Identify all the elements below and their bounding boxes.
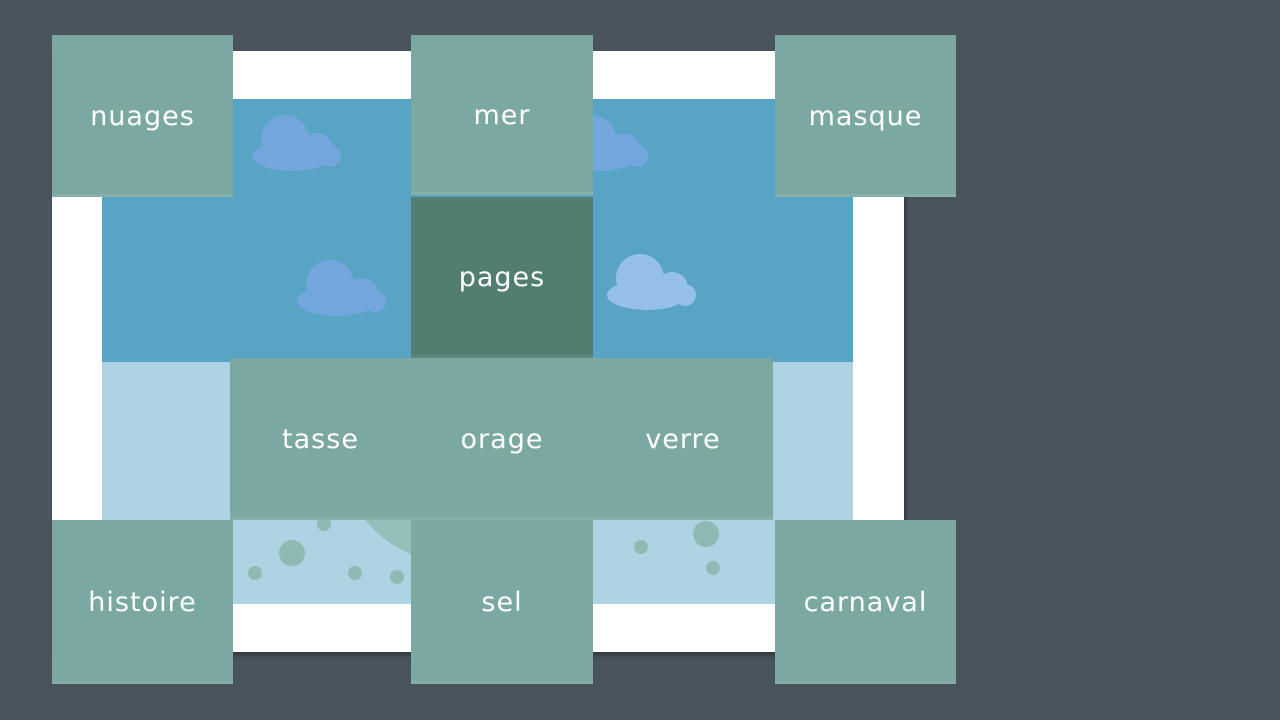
fish-icon [706,561,720,575]
tile-label: mer [473,99,531,131]
word-tile-tasse[interactable]: tasse [230,358,411,520]
word-tile-mer[interactable]: mer [411,35,593,195]
tile-label: pages [458,262,546,293]
fish-icon [248,566,262,580]
cloud-icon [252,115,341,171]
word-tile-sel[interactable]: sel [411,520,593,684]
word-tile-pages[interactable]: pages [411,197,593,358]
word-tile-nuages[interactable]: nuages [52,35,233,197]
fish-icon [279,540,305,566]
fish-icon [634,540,648,554]
cloud-icon [607,254,696,310]
word-tile-carnaval[interactable]: carnaval [775,520,956,684]
tile-label: tasse [282,423,359,455]
fish-icon [693,521,719,547]
tile-label: histoire [88,586,197,618]
fish-icon [390,570,404,584]
word-tile-histoire[interactable]: histoire [52,520,233,684]
word-tile-verre[interactable]: verre [593,358,773,520]
word-tile-masque[interactable]: masque [775,35,956,197]
tile-label: nuages [90,100,195,132]
cloud-icon [297,260,386,316]
fish-icon [348,566,362,580]
tile-label: orage [460,423,544,455]
tile-label: carnaval [803,586,928,618]
tile-label: verre [645,423,721,455]
tile-label: masque [808,100,923,132]
fish-icon [317,517,331,531]
tile-label: sel [481,586,523,618]
word-tile-orage[interactable]: orage [411,358,593,520]
